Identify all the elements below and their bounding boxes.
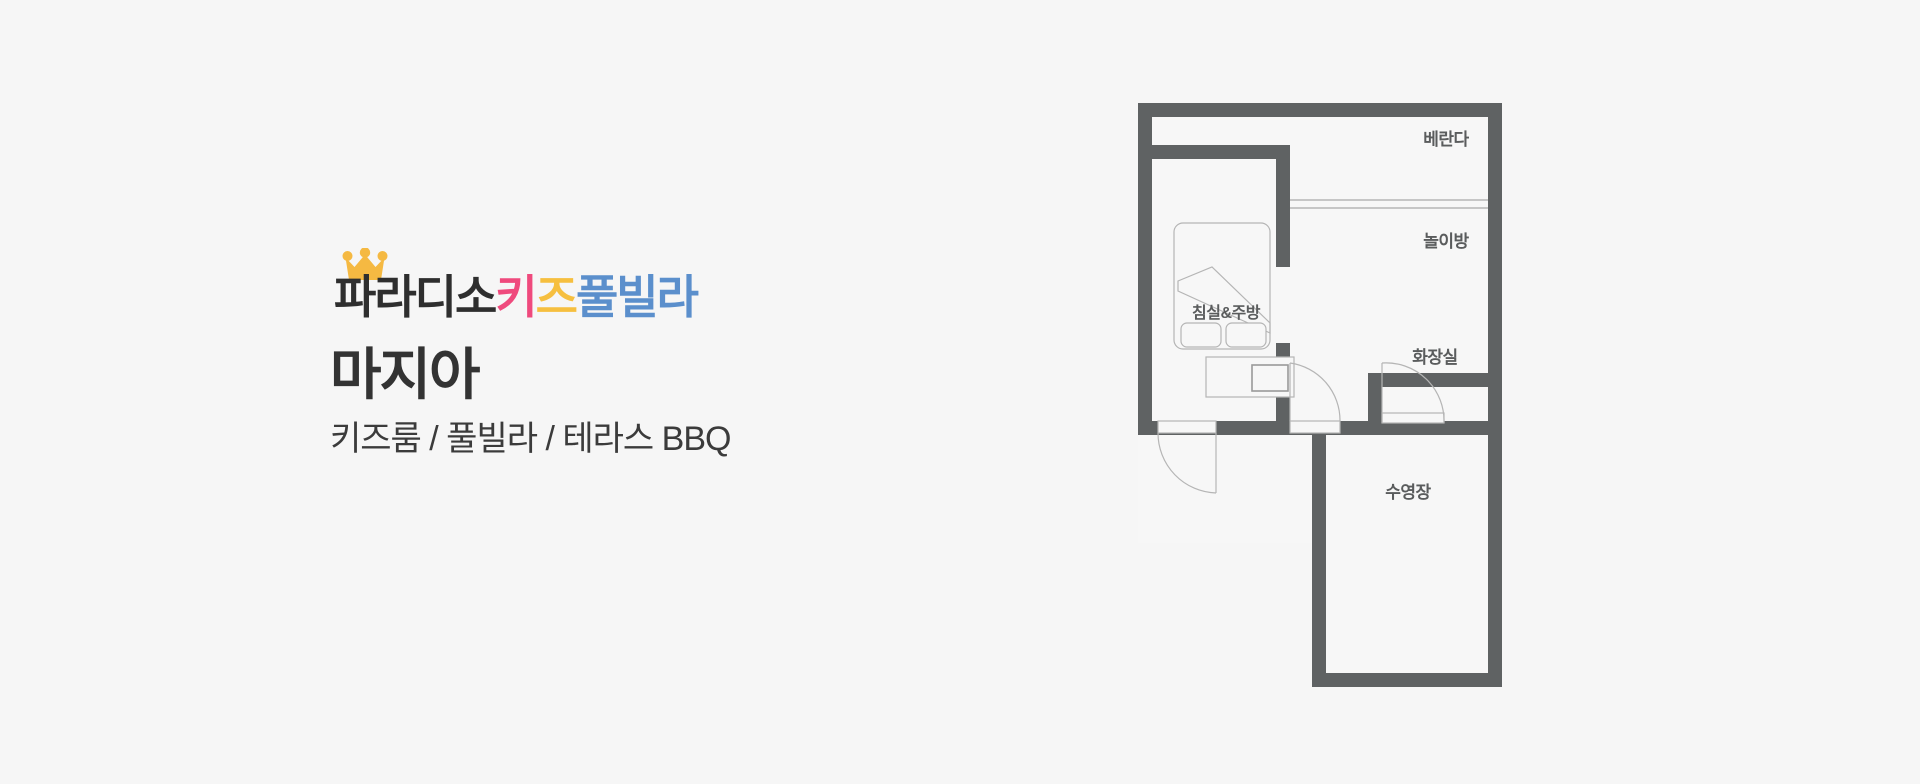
room-label-playroom: 놀이방 (1423, 232, 1469, 251)
room-label-veranda: 베란다 (1423, 130, 1469, 149)
kitchen-counter-furniture (1205, 356, 1295, 398)
entry-door (1157, 420, 1217, 494)
room-label-bedroom-kitchen: 침실&주방 (1192, 303, 1261, 322)
venue-subtitle: 키즈룸 / 풀빌라 / 테라스 BBQ (330, 419, 731, 458)
crown-icon (342, 248, 388, 280)
venue-info-block: 파라디소키즈풀빌라 마지아 키즈룸 / 풀빌라 / 테라스 BBQ (330, 248, 970, 460)
floorplan-diagram: 베란다 놀이방 침실&주방 화장실 수영장 (1130, 95, 1510, 695)
sink-furniture (1251, 364, 1289, 392)
logo-segment-3: 풀빌라 (575, 271, 699, 323)
veranda-window (1290, 199, 1488, 209)
brand-logo-text: 파라디소키즈풀빌라 (334, 271, 699, 323)
bed-furniture (1173, 222, 1271, 350)
hallway-door (1289, 362, 1341, 434)
room-label-bathroom: 화장실 (1412, 348, 1457, 367)
logo-segment-0: 파라디소 (334, 271, 497, 323)
floorplan-walls (1138, 103, 1502, 687)
logo-segment-1: 키 (495, 271, 537, 323)
room-label-pool: 수영장 (1385, 483, 1431, 502)
brand-logo: 파라디소키즈풀빌라 (334, 248, 970, 324)
bathroom-door (1381, 362, 1445, 424)
logo-segment-2: 즈 (535, 271, 578, 323)
floorplan-room-labels: 베란다 놀이방 침실&주방 화장실 수영장 (1192, 130, 1470, 502)
page-title: 마지아 (330, 343, 481, 406)
